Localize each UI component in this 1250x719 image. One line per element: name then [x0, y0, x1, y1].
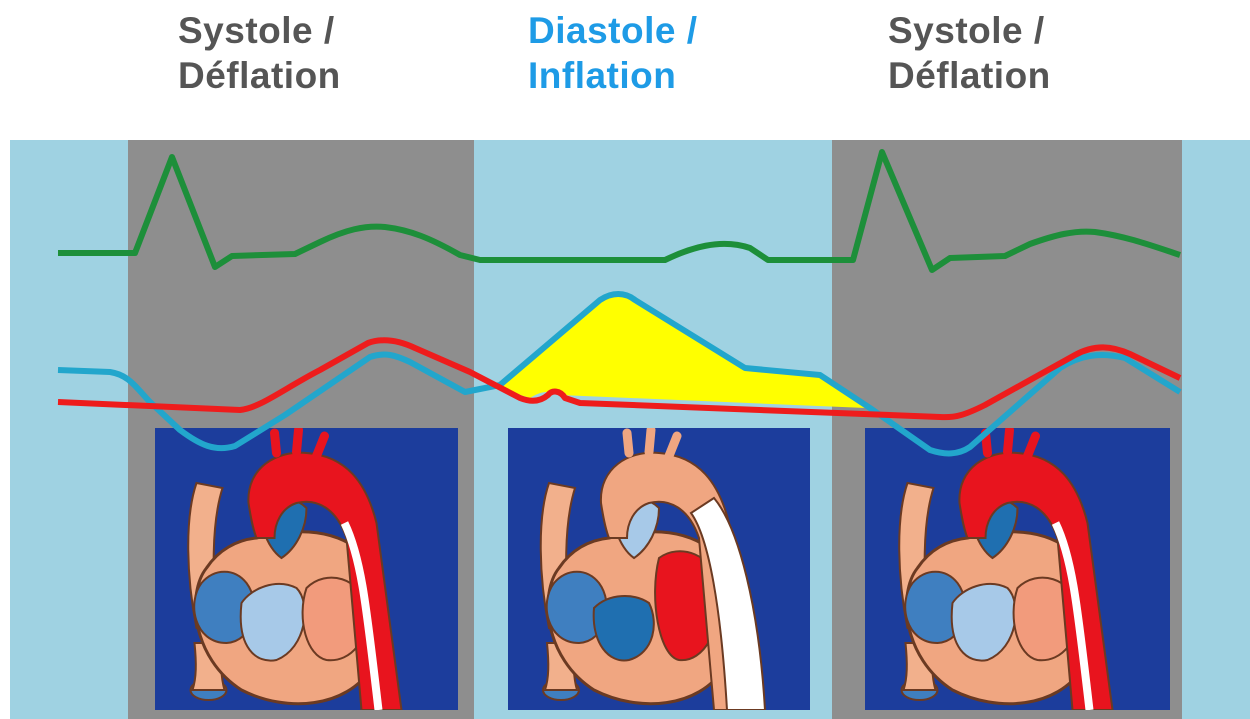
heart-panel-diastole	[508, 428, 810, 710]
heart-panel-systole-2	[865, 428, 1170, 710]
heart-panel-systole-1	[155, 428, 458, 710]
background-band-right	[1182, 140, 1250, 719]
background-band-left	[10, 140, 128, 719]
